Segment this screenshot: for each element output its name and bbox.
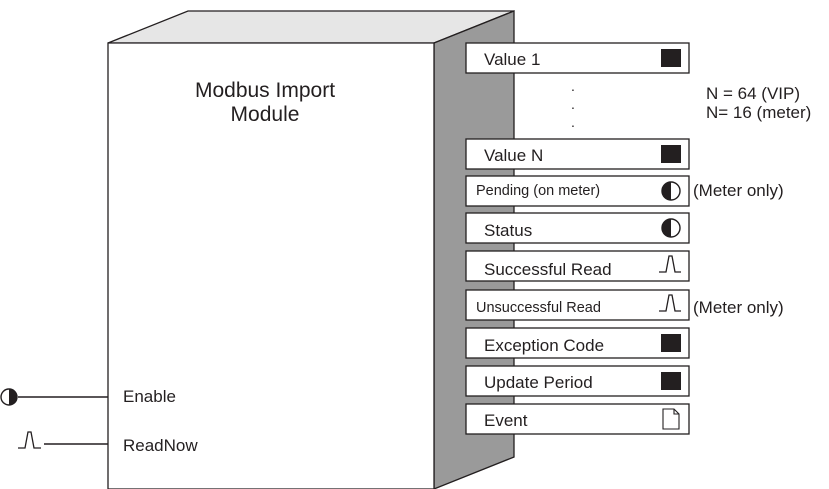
output-row-unsuccessful-read bbox=[465, 289, 690, 321]
input-label-readnow: ReadNow bbox=[123, 436, 198, 455]
output-label-unsuccessful-read: Unsuccessful Read bbox=[476, 300, 601, 316]
filled-square-icon bbox=[661, 49, 681, 67]
half-filled-circle-icon bbox=[661, 181, 681, 201]
output-label-update-period: Update Period bbox=[484, 373, 593, 392]
filled-square-icon bbox=[661, 334, 681, 352]
output-row-update-period bbox=[465, 365, 690, 397]
ellipsis-dot-1: . bbox=[571, 78, 575, 94]
module-title-line2: Module bbox=[230, 103, 300, 126]
output-row-exception-code bbox=[465, 327, 690, 359]
output-label-pending: Pending (on meter) bbox=[476, 183, 601, 199]
count-note-vip: N = 64 (VIP) bbox=[706, 84, 801, 103]
ellipsis-dot-3: . bbox=[571, 114, 575, 130]
half-filled-circle-icon bbox=[661, 218, 681, 238]
count-note-meter: N= 16 (meter) bbox=[706, 103, 812, 122]
document-icon bbox=[662, 408, 680, 430]
pulse-icon bbox=[18, 431, 41, 449]
meter-only-note-unsuccessful: (Meter only) bbox=[693, 298, 784, 317]
filled-square-icon bbox=[661, 145, 681, 163]
output-label-successful-read: Successful Read bbox=[484, 260, 612, 279]
input-label-enable: Enable bbox=[123, 387, 176, 406]
pulse-icon bbox=[659, 294, 681, 312]
module-title-line1: Modbus Import bbox=[194, 79, 336, 102]
output-row-pending bbox=[465, 175, 690, 207]
output-row-value-n bbox=[465, 138, 690, 170]
output-label-value-n: Value N bbox=[484, 146, 544, 165]
output-label-value-1: Value 1 bbox=[484, 50, 541, 69]
output-row-status bbox=[465, 212, 690, 244]
output-label-status: Status bbox=[484, 221, 533, 240]
filled-square-icon bbox=[661, 372, 681, 390]
module-front-face bbox=[107, 42, 435, 489]
output-row-successful-read bbox=[465, 250, 690, 282]
output-row-event bbox=[465, 403, 690, 435]
pulse-icon bbox=[659, 255, 681, 273]
output-label-event: Event bbox=[484, 411, 528, 430]
output-label-exception-code: Exception Code bbox=[484, 336, 605, 355]
ellipsis-dot-2: . bbox=[571, 96, 575, 112]
meter-only-note-pending: (Meter only) bbox=[693, 181, 784, 200]
output-row-value-1 bbox=[465, 42, 690, 74]
half-filled-circle-icon bbox=[0, 388, 18, 406]
